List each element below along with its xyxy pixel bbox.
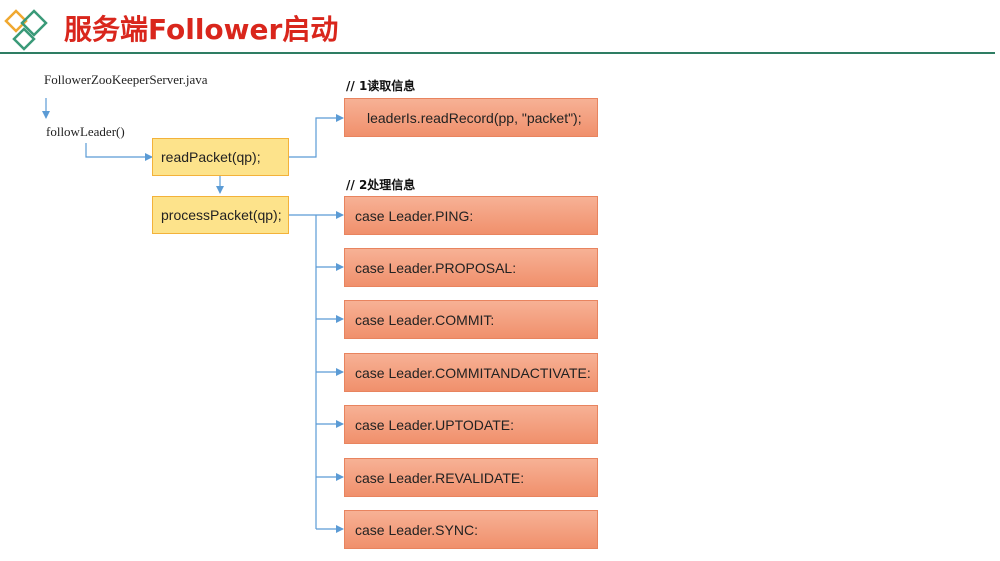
case-box: case Leader.COMMITANDACTIVATE: [344, 353, 598, 392]
header: 服务端Follower启动 [0, 0, 1000, 56]
comment-process: // 2处理信息 [346, 178, 416, 192]
source-file-label: FollowerZooKeeperServer.java [44, 72, 208, 87]
arrow-readpacket-to-readrecord [289, 114, 344, 158]
arrow-method-to-readpacket [85, 143, 153, 161]
process-packet-box: processPacket(qp); [152, 196, 289, 234]
case-box: case Leader.SYNC: [344, 510, 598, 549]
case-box: case Leader.PING: [344, 196, 598, 235]
comment-read: // 1读取信息 [346, 79, 416, 93]
header-divider [0, 52, 995, 54]
page-title: 服务端Follower启动 [64, 13, 339, 46]
case-box: case Leader.COMMIT: [344, 300, 598, 339]
diamond-logo-icon [4, 9, 48, 51]
case-box: case Leader.UPTODATE: [344, 405, 598, 444]
case-box: case Leader.REVALIDATE: [344, 458, 598, 497]
read-record-box: leaderIs.readRecord(pp, "packet"); [344, 98, 598, 137]
case-box: case Leader.PROPOSAL: [344, 248, 598, 287]
read-packet-box: readPacket(qp); [152, 138, 289, 176]
method-label: followLeader() [46, 124, 125, 139]
